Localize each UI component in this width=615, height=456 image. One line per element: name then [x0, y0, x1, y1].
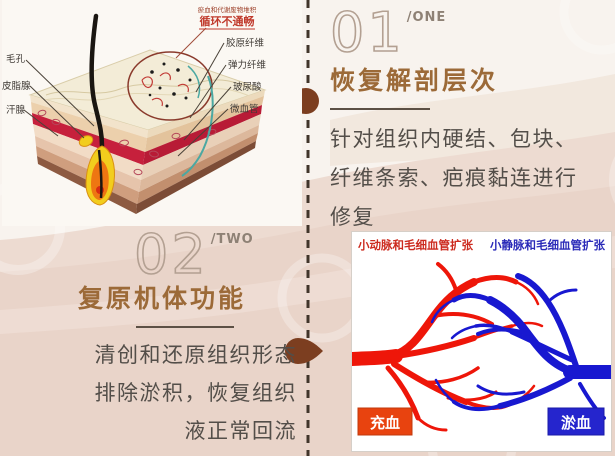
body-line: 液正常回流 [184, 419, 297, 443]
stasis-badge: 淤血 [547, 407, 605, 436]
section-02: 02/TWO 复原机体功能 清创和还原组织形态 排除淤积，恢复组织 液正常回流 [8, 227, 302, 450]
body-line: 针对组织内硬结、包块、 [330, 127, 578, 151]
label-collagen-fiber: 胶原纤维 [226, 37, 265, 49]
skin-block-right-face [136, 90, 265, 214]
section-01-title-underline [330, 108, 430, 110]
skin-anatomy-diagram: 毛孔 皮脂腺 汗腺 胶原纤维 弹力纤维 玻尿酸 微血管 瘀血和代谢废物堆积 循环… [2, 0, 302, 228]
dermal-cells [37, 109, 217, 176]
body-line: 清创和还原组织形态 [94, 343, 297, 367]
annotation-main-text: 循环不通畅 [200, 14, 255, 28]
section-01: 01/ONE 恢复解剖层次 针对组织内硬结、包块、 纤维条索、疤痕黏连进行 修复 [329, 5, 612, 237]
body-line: 排除淤积，恢复组织 [94, 381, 297, 405]
label-elastic-fiber: 弹力纤维 [228, 59, 267, 71]
label-sebaceous-gland: 皮脂腺 [2, 80, 31, 92]
body-line: 修复 [330, 205, 375, 229]
section-01-number-suffix: /ONE [406, 10, 447, 25]
body-line: 纤维条索、疤痕黏连进行 [330, 166, 578, 190]
section-02-number-suffix: /TWO [210, 232, 254, 247]
blood-vessel-diagram: 小动脉和毛细血管扩张 小静脉和毛细血管扩张 充血 淤血 [351, 231, 612, 452]
annotation-small-text: 瘀血和代谢废物堆积 [198, 5, 257, 14]
label-leader-lines [23, 42, 232, 157]
label-sweat-gland: 汗腺 [6, 104, 26, 116]
section-01-title: 恢复解剖层次 [330, 66, 499, 95]
vein-tree [430, 273, 611, 420]
section-02-title-underline [136, 326, 234, 328]
section-02-title: 复原机体功能 [77, 284, 246, 313]
hyperemia-badge: 充血 [357, 407, 413, 436]
hyperemia-badge-label: 充血 [370, 414, 400, 432]
label-pore: 毛孔 [6, 53, 26, 65]
vein-caption: 小静脉和毛细血管扩张 [489, 238, 605, 252]
annotation-leader-line [175, 27, 207, 59]
stasis-badge-label: 淤血 [561, 414, 591, 432]
section-02-body: 清创和还原组织形态 排除淤积，恢复组织 液正常回流 [8, 336, 302, 450]
label-micro-vessel: 微血管 [230, 103, 259, 115]
section-01-number-digits: 01 [329, 1, 405, 64]
hair-follicle [78, 13, 115, 206]
teardrop-marker-right [285, 338, 323, 364]
section-02-number: 02/TWO [133, 227, 302, 283]
section-02-number-digits: 02 [133, 223, 209, 286]
label-hyaluronic-acid: 玻尿酸 [233, 81, 262, 93]
section-01-body: 针对组织内硬结、包块、 纤维条索、疤痕黏连进行 修复 [330, 120, 612, 237]
artery-caption: 小动脉和毛细血管扩张 [357, 238, 473, 252]
section-01-number: 01/ONE [329, 5, 612, 61]
